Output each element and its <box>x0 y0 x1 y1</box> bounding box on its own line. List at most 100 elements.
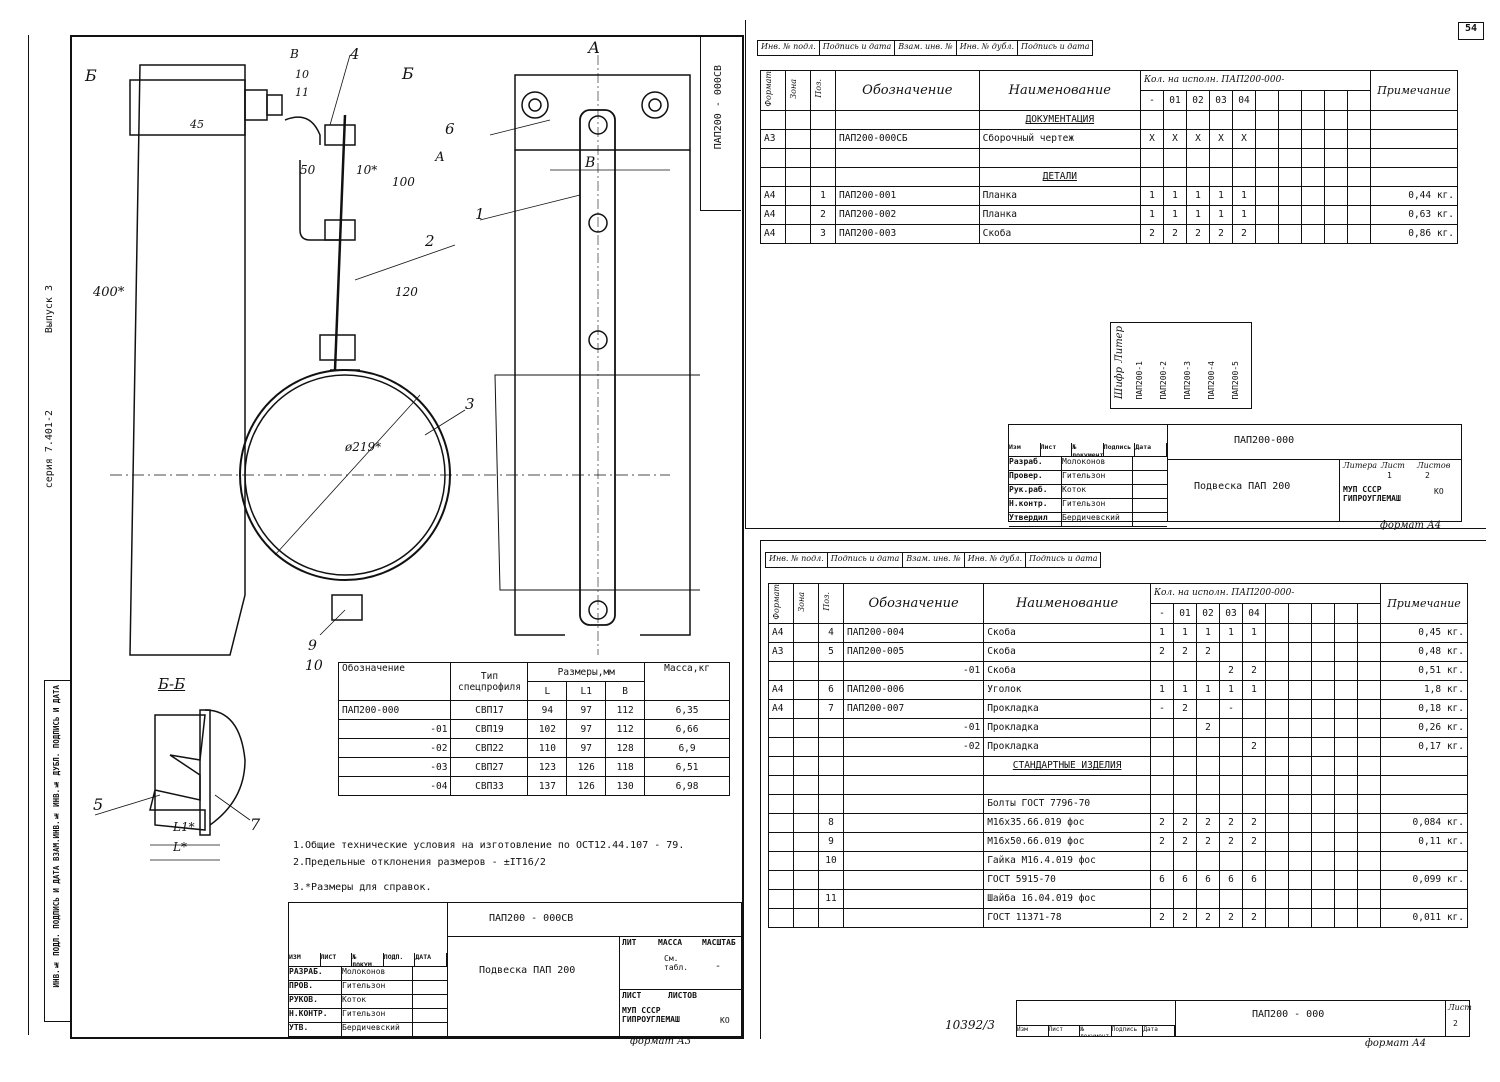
spec1-row <box>760 147 1458 168</box>
strip-cell: Подпись и дата <box>1025 552 1102 568</box>
spec2-note: 0,11 кг. <box>1380 831 1468 852</box>
spec2-qty <box>1357 850 1381 871</box>
spec2-qty <box>1311 622 1335 643</box>
spec2-qty: 6 <box>1219 869 1243 890</box>
spec2-qty <box>1265 736 1289 757</box>
spec2-qty <box>1288 793 1312 814</box>
spec2-name: Скоба <box>983 641 1151 662</box>
stamp-role-row: ПРОВ.Гительзон <box>289 981 447 995</box>
strip-cell: Подпись и дата <box>818 40 896 56</box>
stamp-role-row: Н.КОНТР.Гительзон <box>289 1009 447 1023</box>
spec2-qty <box>1265 812 1289 833</box>
stamp-role-row: Н.контр.Гительзон <box>1009 499 1167 513</box>
spec2-qty <box>1288 907 1312 928</box>
a3-sheets-label: ЛИСТОВ <box>668 991 697 1000</box>
spec1-qty <box>1278 147 1302 168</box>
spec2-code: -01 <box>842 660 985 681</box>
spec1-qty <box>1232 166 1256 187</box>
spec2-qty <box>1288 717 1312 738</box>
a3-org: МУП СССР ГИПРОУГЛЕМАШ <box>622 1006 680 1024</box>
spec1-qty <box>1324 204 1348 225</box>
view-label-a: А <box>588 38 601 57</box>
spec1-qty: 1 <box>1186 204 1210 225</box>
size-table-header-mass: Масса,кг <box>644 662 730 701</box>
spec2-code: ПАП200-007 <box>842 698 985 719</box>
spec2-header-name: Наименование <box>983 583 1151 624</box>
spec1-qty <box>1324 109 1348 130</box>
dim-11: 11 <box>295 86 309 99</box>
spec1-header-qty: Кол. на исполн. ПАП200-000- <box>1140 70 1371 91</box>
spec1-format-label: формат А4 <box>1380 520 1442 531</box>
spec2-qty <box>1265 660 1289 681</box>
spec1-qty <box>1347 128 1371 149</box>
spec2-qty <box>1196 793 1220 814</box>
spec1-exec-col: 02 <box>1186 89 1210 111</box>
spec1-code: ПАП200-003 <box>835 223 980 244</box>
spec2-qty <box>1196 660 1220 681</box>
stamp-name: Гительзон <box>342 1009 413 1022</box>
spec1-qty <box>1324 185 1348 206</box>
spec1-zone <box>785 223 811 244</box>
spec2-name: ГОСТ 11371-78 <box>983 907 1151 928</box>
spec2-fmt: А4 <box>768 679 794 700</box>
spec1-qty <box>1301 128 1325 149</box>
spec1-qty <box>1324 166 1348 187</box>
spec2-qty: 2 <box>1150 641 1174 662</box>
spec2-qty <box>1288 850 1312 871</box>
size-table-header-dims: Размеры,мм <box>527 662 646 682</box>
spec2-qty <box>1265 679 1289 700</box>
spec1-qty <box>1347 204 1371 225</box>
spec2-zone <box>793 774 819 795</box>
spec2-qty <box>1265 774 1289 795</box>
spec2-qty <box>1334 736 1358 757</box>
strip-cell: Инв. № подл. <box>765 552 828 568</box>
stamp-role: УТВ. <box>289 1023 342 1036</box>
spec1-name: Скоба <box>978 223 1142 244</box>
spec1-code: ПАП200-002 <box>835 204 980 225</box>
spec1-note <box>1370 147 1458 168</box>
spec2-fmt <box>768 850 794 871</box>
stamp-head-cell: Изм <box>1009 443 1041 456</box>
spec1-qty <box>1232 109 1256 130</box>
spec1-zone <box>785 204 811 225</box>
dim-10: 10 <box>295 68 309 81</box>
spec2-qty <box>1150 888 1174 909</box>
spec2-qty <box>1219 850 1243 871</box>
strip-cell: Инв. № дубл. <box>955 40 1019 56</box>
spec2-qty <box>1311 698 1335 719</box>
spec1-qty <box>1347 147 1371 168</box>
spec1-qty <box>1278 109 1302 130</box>
a3-stamp-code: ПАП200 - 000СВ <box>489 913 574 924</box>
spec2-qty: 2 <box>1173 831 1197 852</box>
spec1-row: ДОКУМЕНТАЦИЯ <box>760 109 1458 130</box>
spec1-stamp: ПАП200-000 Подвеска ПАП 200 Литера Лист … <box>1008 424 1462 527</box>
spec2-qty: - <box>1219 698 1243 719</box>
spec1-qty <box>1301 166 1325 187</box>
strip-cell: Инв. № дубл. <box>963 552 1027 568</box>
spec1-qty: 2 <box>1163 223 1187 244</box>
spec2-pos: 10 <box>818 850 844 871</box>
assembly-sheet-frame <box>70 35 744 1039</box>
spec2-qty <box>1288 660 1312 681</box>
spec2-qty: 2 <box>1196 907 1220 928</box>
spec2-qty: 1 <box>1242 679 1266 700</box>
spec2-code: ПАП200-006 <box>842 679 985 700</box>
spec2-qty <box>1265 907 1289 928</box>
strip-cell: Взам. инв. № <box>894 40 957 56</box>
spec1-exec-col: 01 <box>1163 89 1187 111</box>
spec2-qty <box>1334 907 1358 928</box>
spec2-note: 0,011 кг. <box>1380 907 1468 928</box>
spec2-fmt <box>768 831 794 852</box>
spec1-qty <box>1347 185 1371 206</box>
spec2-qty <box>1311 660 1335 681</box>
spec2-qty: 6 <box>1173 869 1197 890</box>
spec2-note <box>1380 774 1468 795</box>
